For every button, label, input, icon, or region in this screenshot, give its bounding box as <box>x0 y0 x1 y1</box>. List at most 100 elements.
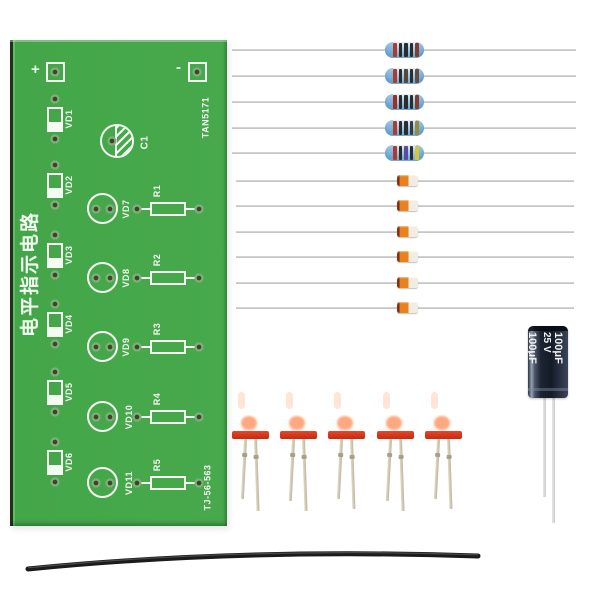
led-leg <box>253 438 260 511</box>
led-dome <box>234 387 267 433</box>
diode-footprint-label: VD6 <box>64 452 74 472</box>
pad <box>50 230 60 240</box>
diode-footprint <box>47 450 63 475</box>
resistor-band <box>398 146 402 160</box>
capacitor-footprint <box>100 124 134 158</box>
diode-footprint <box>47 380 63 405</box>
resistor-footprint-label: R2 <box>152 253 162 267</box>
resistor-band <box>404 146 408 160</box>
resistor-body <box>385 94 424 110</box>
capacitor-footprint-hatch <box>115 126 132 156</box>
pad <box>91 478 101 488</box>
capacitor-top <box>528 326 568 331</box>
resistor-body <box>385 42 424 58</box>
pad <box>50 437 60 447</box>
pad <box>105 478 115 488</box>
led-footprint <box>87 331 118 362</box>
resistor-band <box>398 69 402 83</box>
resistor-band <box>404 121 408 135</box>
led-footprint-label: VD8 <box>121 268 131 288</box>
resistor-footprint-label: R5 <box>152 458 162 472</box>
resistor-band <box>409 69 413 83</box>
led-flange <box>328 431 365 439</box>
capacitor-lead <box>552 396 555 523</box>
diode-footprint <box>47 243 63 268</box>
pad <box>91 412 101 422</box>
resistor-body <box>385 68 424 84</box>
minus-symbol: - <box>176 59 181 76</box>
pad <box>194 204 204 214</box>
led-flange <box>232 431 269 439</box>
electrolytic-capacitor: 100μF 25 V 100μF 25 V <box>528 326 568 398</box>
pad <box>105 342 115 352</box>
resistor-band <box>409 121 413 135</box>
led <box>328 387 365 521</box>
diode-footprint-label: VD3 <box>64 245 74 265</box>
resistor-footprint-label: R3 <box>152 322 162 336</box>
resistor-band <box>409 95 413 109</box>
led-footprint-label: VD7 <box>121 199 131 219</box>
pad <box>194 273 204 283</box>
capacitor-lead <box>543 396 546 497</box>
part-number-bottom: TJ-56-563 <box>202 464 213 511</box>
diode-footprint <box>47 107 63 132</box>
led-leg <box>349 438 355 510</box>
led-leg <box>446 438 452 510</box>
part-number-top: TAN5171 <box>200 96 211 139</box>
diode-footprint-label: VD1 <box>64 109 74 129</box>
pad <box>91 204 101 214</box>
pad <box>105 412 115 422</box>
led <box>377 387 414 521</box>
resistor-band <box>398 43 402 57</box>
trace <box>184 277 198 279</box>
resistor-band <box>415 95 419 109</box>
pad <box>132 478 142 488</box>
led-leg <box>288 438 295 501</box>
board-title: 电平指示电路 <box>20 211 41 338</box>
pad <box>194 412 204 422</box>
resistor-band <box>404 95 408 109</box>
led-flange <box>280 431 317 439</box>
pad <box>105 204 115 214</box>
pad <box>50 339 60 349</box>
black-wire <box>25 551 481 572</box>
pad <box>194 342 204 352</box>
resistor-band <box>404 43 408 57</box>
diode-body <box>397 302 418 313</box>
pad <box>50 134 60 144</box>
trace <box>138 277 152 279</box>
diode-body <box>397 226 418 237</box>
led-leg <box>398 438 405 511</box>
resistor-band <box>398 121 402 135</box>
diode-body <box>397 175 418 186</box>
resistor-band <box>393 121 397 135</box>
led-flange <box>425 431 462 439</box>
resistor-band <box>404 69 408 83</box>
pad <box>132 412 142 422</box>
resistor-band <box>398 95 402 109</box>
resistor-footprint-label: R1 <box>152 184 162 198</box>
pad <box>132 204 142 214</box>
resistor-band <box>415 69 419 83</box>
pad <box>50 407 60 417</box>
led-dome <box>379 387 412 433</box>
resistor-band <box>393 146 397 160</box>
trace <box>138 482 152 484</box>
pad <box>50 299 60 309</box>
capacitor-footprint-pad <box>107 136 117 146</box>
trace <box>184 346 198 348</box>
pad <box>132 342 142 352</box>
resistor-footprint-label: R4 <box>152 392 162 406</box>
pad <box>50 477 60 487</box>
diode-footprint <box>47 173 63 198</box>
trace <box>138 416 152 418</box>
diode-body <box>397 277 418 288</box>
diode-body <box>397 200 418 211</box>
resistor-band <box>393 69 397 83</box>
pad <box>50 367 60 377</box>
pad <box>132 273 142 283</box>
resistor-footprint <box>150 410 186 424</box>
led-leg <box>301 438 308 511</box>
plus-pad <box>46 62 65 82</box>
